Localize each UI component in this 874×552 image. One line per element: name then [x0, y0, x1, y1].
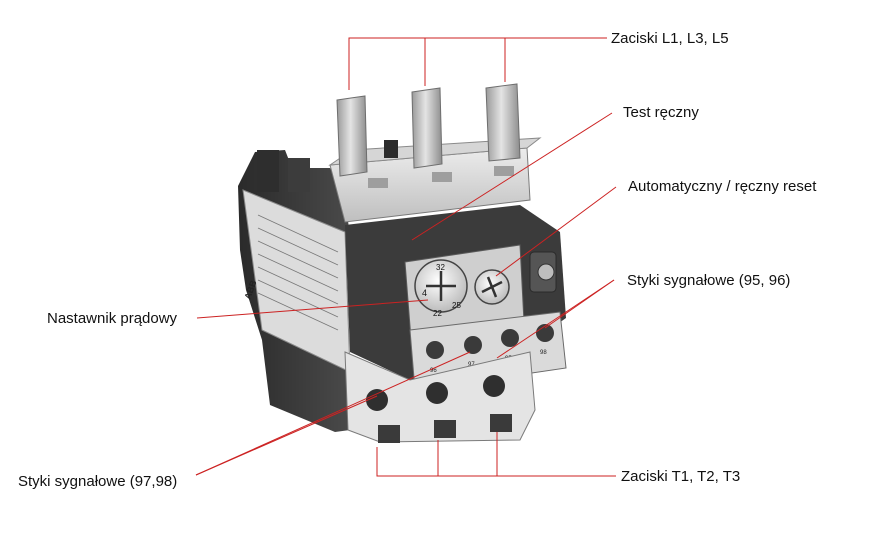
strip-slot-3: [494, 166, 514, 176]
load-screw-T1: [366, 389, 388, 411]
blade-L1: [336, 95, 368, 177]
terminal-number-98: 98: [540, 350, 547, 356]
blade-L3: [411, 87, 443, 169]
terminal-screw-95: [501, 329, 519, 347]
label-signal-95-96: Styki sygnałowe (95, 96): [627, 272, 791, 289]
blade-L5: [485, 83, 521, 162]
load-terminal-feet: [378, 414, 512, 443]
label-manual-test: Test ręczny: [623, 104, 699, 121]
reset-screw: [474, 269, 510, 305]
terminal-screw-98: [536, 324, 554, 342]
load-screw-T3: [483, 375, 505, 397]
side-label-print: [257, 214, 339, 331]
current-setting-dial: 32 4 22 25: [414, 259, 468, 318]
mounting-tab-left: [257, 150, 279, 192]
leader-reset: [495, 186, 617, 277]
dial-value-right: 25: [452, 301, 461, 310]
thermal-overload-relay: ABB 32 4 22 25: [238, 83, 567, 443]
terminal-screw-97: [464, 336, 482, 354]
leader-t123: [376, 447, 616, 477]
signal-contact-screws: [426, 324, 554, 359]
load-terminal-screws: [366, 375, 505, 411]
label-terminals-t: Zaciski T1, T2, T3: [621, 468, 741, 485]
leader-l135: [348, 37, 607, 90]
terminal-blades-L: [336, 83, 521, 177]
leader-98: [195, 351, 471, 476]
dial-value-top: 32: [436, 263, 445, 272]
side-lever-screw: [537, 263, 555, 281]
mounting-tab-right: [288, 158, 310, 192]
test-button: [384, 140, 398, 158]
terminal-number-97: 97: [468, 362, 475, 368]
strip-slot-2: [432, 172, 452, 182]
strip-slot-1: [368, 178, 388, 188]
terminal-screw-96: [426, 341, 444, 359]
dial-value-bottom: 22: [433, 309, 442, 318]
dial-value-left: 4: [422, 288, 427, 298]
terminal-number-96: 96: [430, 368, 437, 374]
load-screw-T2: [426, 382, 448, 404]
label-current-setter: Nastawnik prądowy: [47, 310, 178, 327]
label-auto-reset: Automatyczny / ręczny reset: [628, 178, 817, 195]
leader-95-b: [496, 279, 615, 359]
leader-nast: [196, 299, 429, 319]
leader-lines: [195, 37, 617, 477]
label-signal-97-98: Styki sygnałowe (97,98): [18, 473, 178, 490]
leader-test: [411, 112, 613, 241]
label-terminals-l: Zaciski L1, L3, L5: [611, 30, 729, 47]
